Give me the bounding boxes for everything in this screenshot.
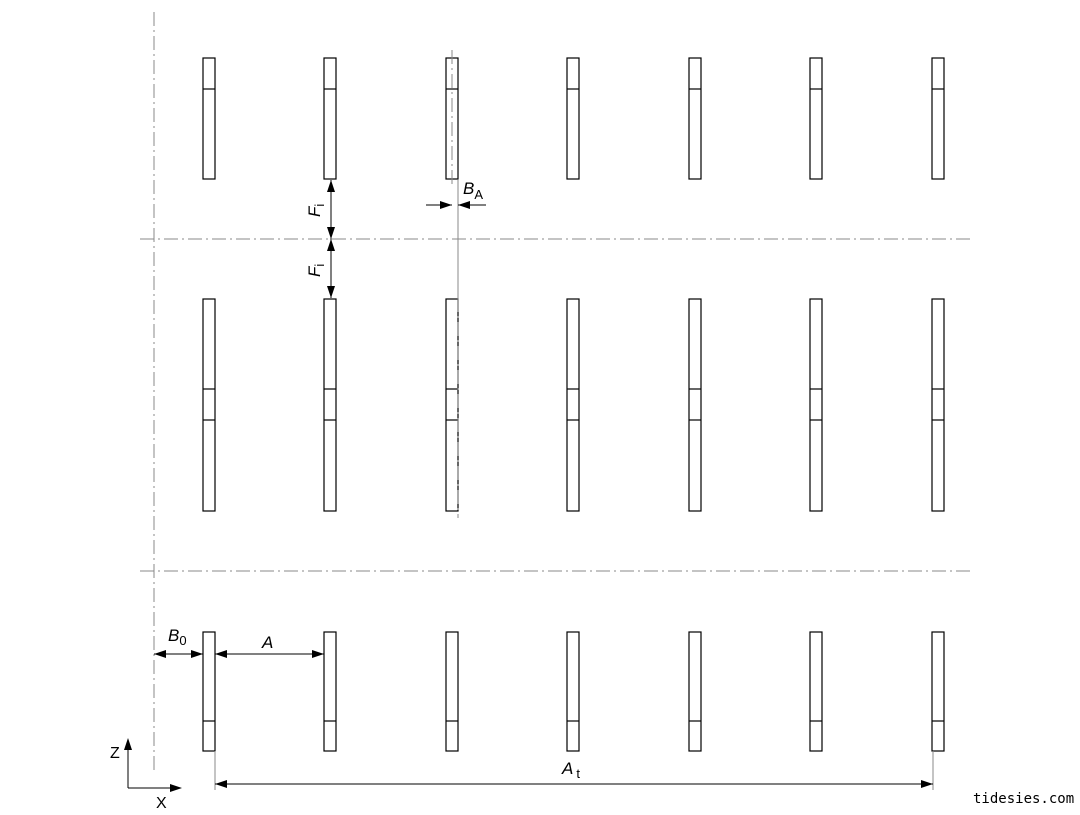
element-row-top [202,57,945,180]
element-top-2 [323,57,337,180]
a-label: A [261,633,273,652]
axis-x-label: X [156,795,167,812]
element-bottom-1 [202,631,216,752]
axis-triad [124,738,182,792]
at-dimension [214,751,934,790]
watermark: tidesies.com [973,791,1074,807]
element-bottom-5 [688,631,702,752]
element-top-7 [931,57,945,180]
element-middle-1 [202,298,216,512]
b0-dimension [154,650,203,658]
element-top-4 [566,57,580,180]
element-bottom-2 [323,631,337,752]
element-bottom-4 [566,631,580,752]
fi-dimension [327,180,335,298]
element-row-bottom [202,631,945,752]
element-middle-4 [566,298,580,512]
element-middle-7 [931,298,945,512]
axis-z-label: Z [110,745,120,762]
ba-label: BA [463,179,483,202]
element-bottom-7 [931,631,945,752]
element-middle-3 [445,298,459,512]
fi-label-upper: Fi [305,204,327,217]
element-top-6 [809,57,823,180]
ba-dimension [426,201,486,209]
fi-label-lower: Fi [305,264,327,277]
element-bottom-6 [809,631,823,752]
element-middle-2 [323,298,337,512]
element-bottom-3 [445,631,459,752]
b0-label: B0 [168,626,187,648]
element-row-middle [202,298,945,512]
element-middle-5 [688,298,702,512]
a-dimension [215,650,324,658]
element-middle-6 [809,298,823,512]
element-top-1 [202,57,216,180]
element-top-5 [688,57,702,180]
